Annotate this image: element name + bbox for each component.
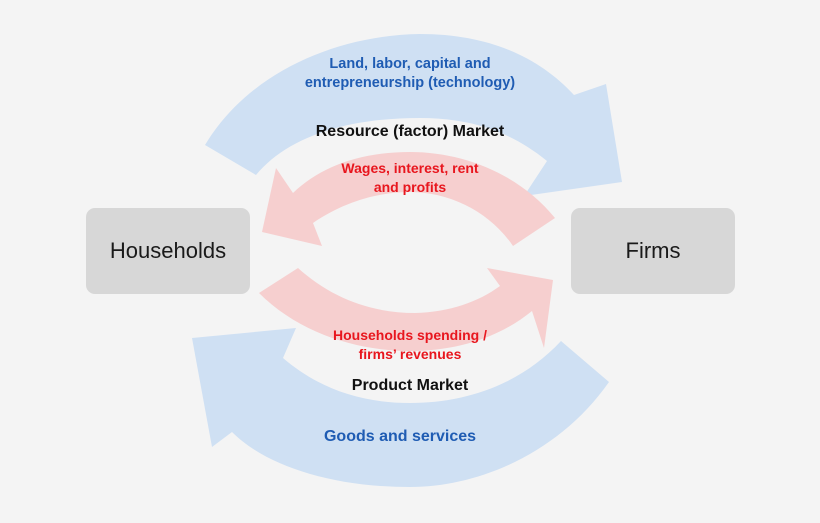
firms-node: Firms — [571, 208, 735, 294]
households-label: Households — [109, 238, 227, 263]
goods-flow-arrow — [192, 328, 609, 487]
firms-label: Firms — [625, 238, 681, 263]
spending-flow-arrow — [259, 268, 553, 352]
resource-market-label: Resource (factor) Market — [315, 123, 505, 140]
households-node: Households — [86, 208, 250, 294]
income-flow-label: Wages, interest, rent and profits — [341, 160, 479, 195]
product-market-label: Product Market — [351, 377, 469, 394]
resource-flow-label: Land, labor, capital and entrepreneurshi… — [304, 56, 516, 91]
income-flow-arrow — [262, 152, 555, 246]
spending-flow-label: Households spending / firms’ revenues — [332, 327, 487, 362]
goods-flow-label: Goods and services — [323, 428, 477, 445]
resource-flow-arrow — [205, 34, 622, 196]
